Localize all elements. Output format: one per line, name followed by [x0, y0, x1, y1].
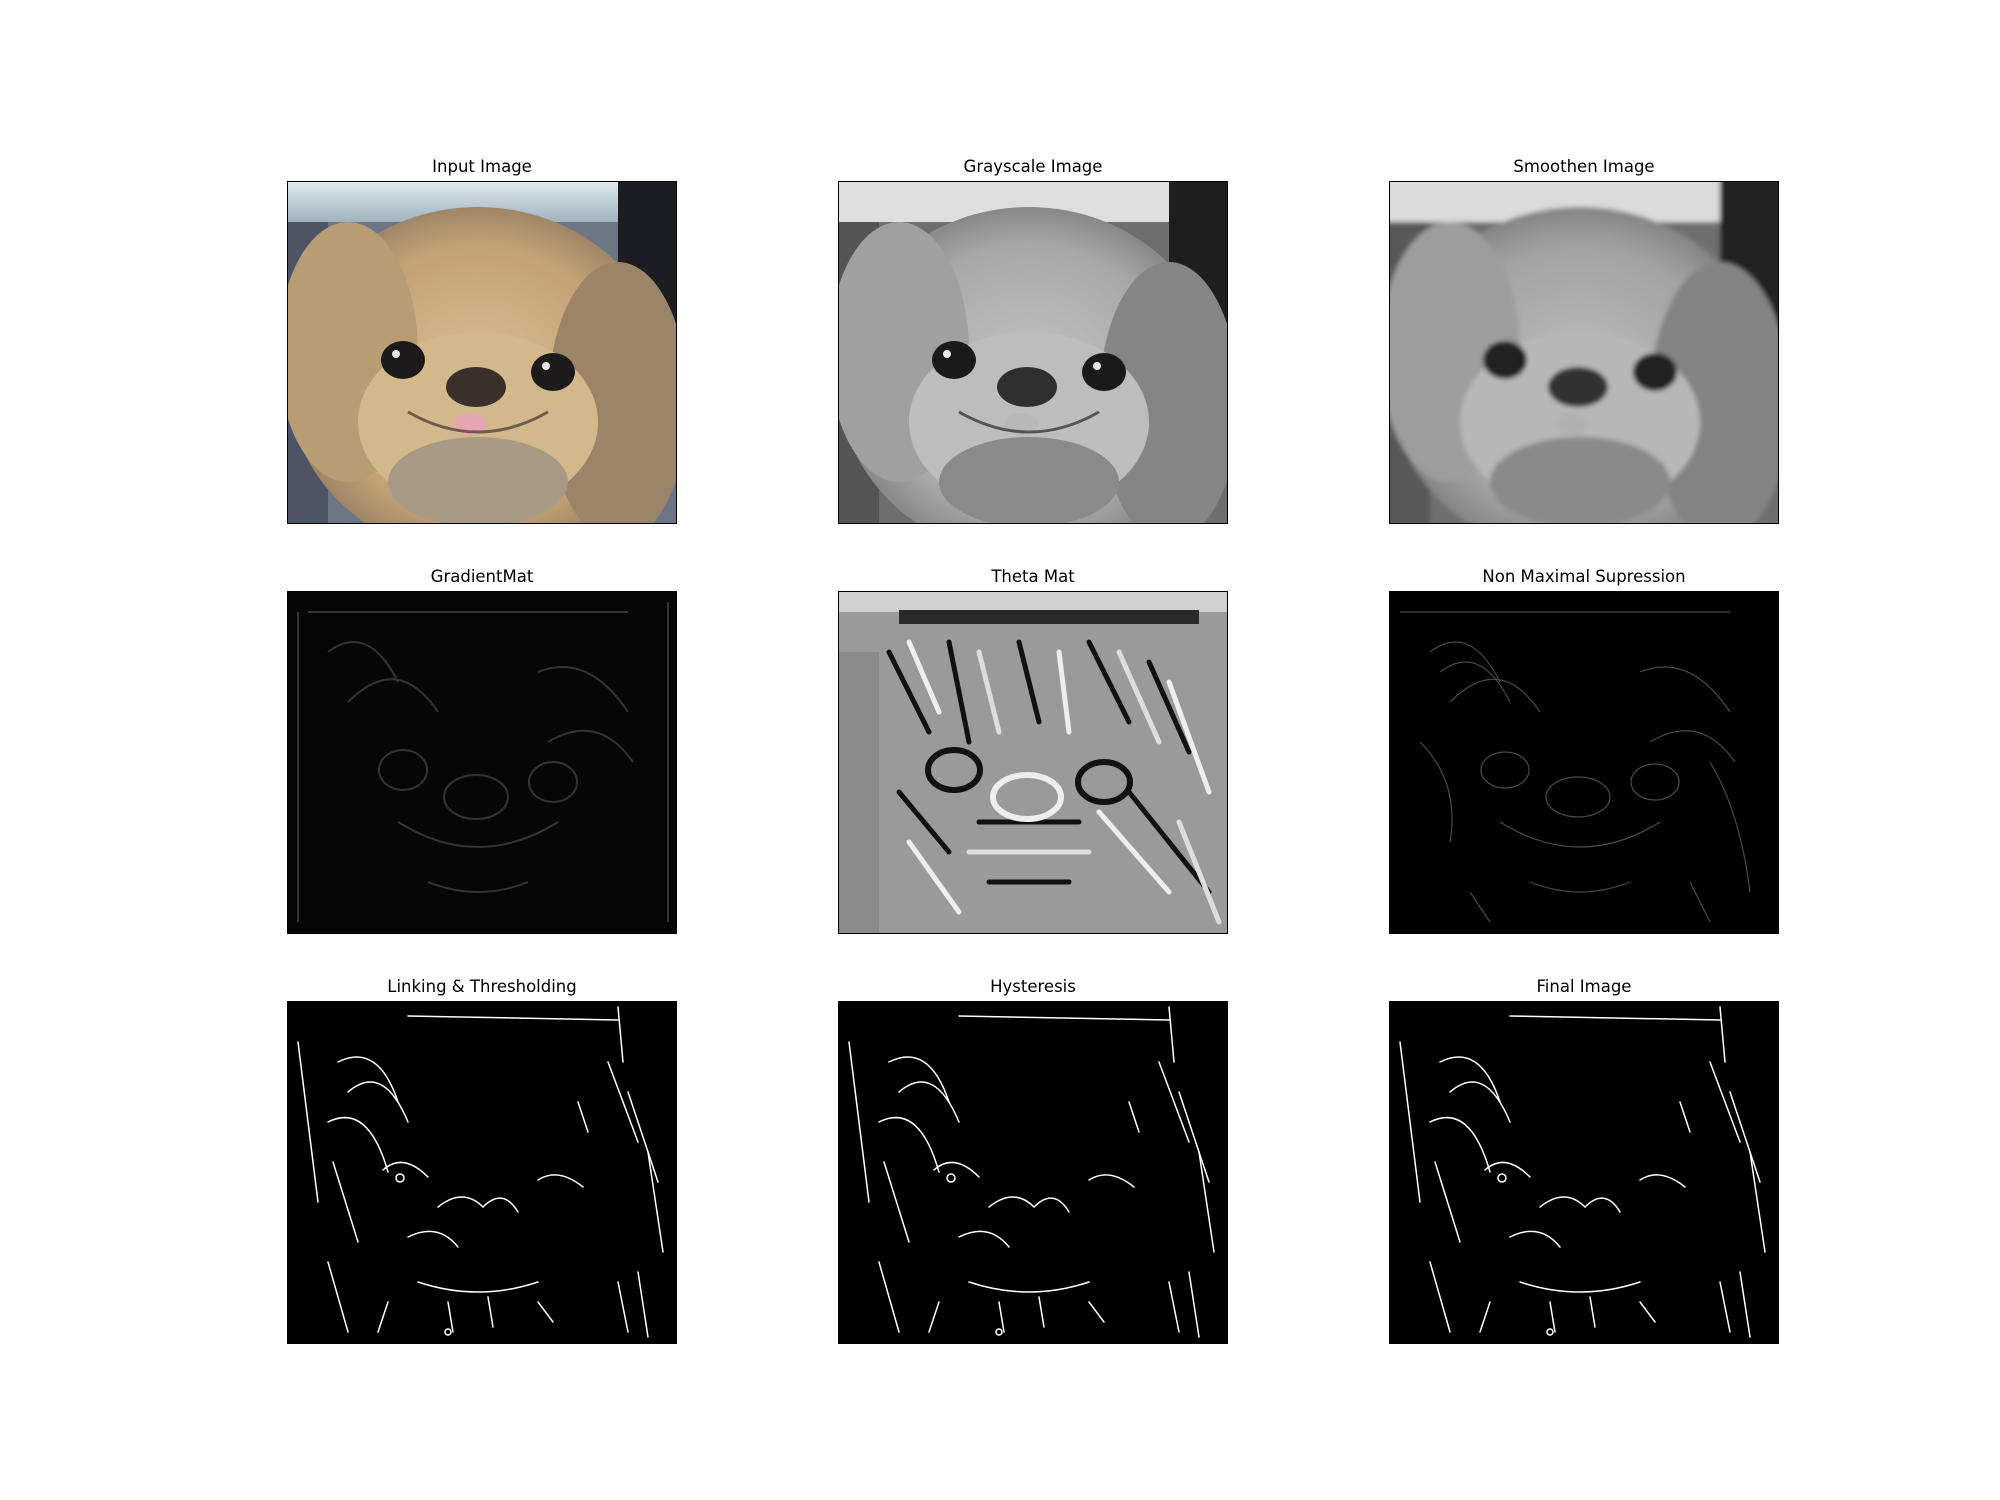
gradient-magnitude [288, 592, 676, 933]
dog-color-photo [288, 182, 676, 523]
gradient-direction [839, 592, 1227, 933]
non-maximal-suppression [1390, 592, 1778, 933]
edge-map-thresholded [288, 1002, 676, 1343]
panel-title: Hysteresis [990, 977, 1076, 996]
image-linking-thresholding [287, 1001, 677, 1344]
panel-title: Linking & Thresholding [387, 977, 577, 996]
panel-title: Theta Mat [991, 567, 1075, 586]
image-theta [838, 591, 1228, 934]
panel-title: Smoothen Image [1513, 157, 1655, 176]
image-final [1389, 1001, 1779, 1344]
image-grayscale [838, 181, 1228, 524]
image-nms [1389, 591, 1779, 934]
panel-title: GradientMat [430, 567, 534, 586]
panel-title: Non Maximal Supression [1482, 567, 1686, 586]
edge-map-hysteresis [839, 1002, 1227, 1343]
panel-title: Grayscale Image [963, 157, 1103, 176]
edge-map-final [1390, 1002, 1778, 1343]
image-smoothen [1389, 181, 1779, 524]
dog-grayscale-photo [839, 182, 1227, 523]
image-gradient [287, 591, 677, 934]
image-hysteresis [838, 1001, 1228, 1344]
panel-title: Final Image [1536, 977, 1632, 996]
dog-blurred-photo [1390, 182, 1778, 523]
panel-title: Input Image [432, 157, 532, 176]
image-input [287, 181, 677, 524]
